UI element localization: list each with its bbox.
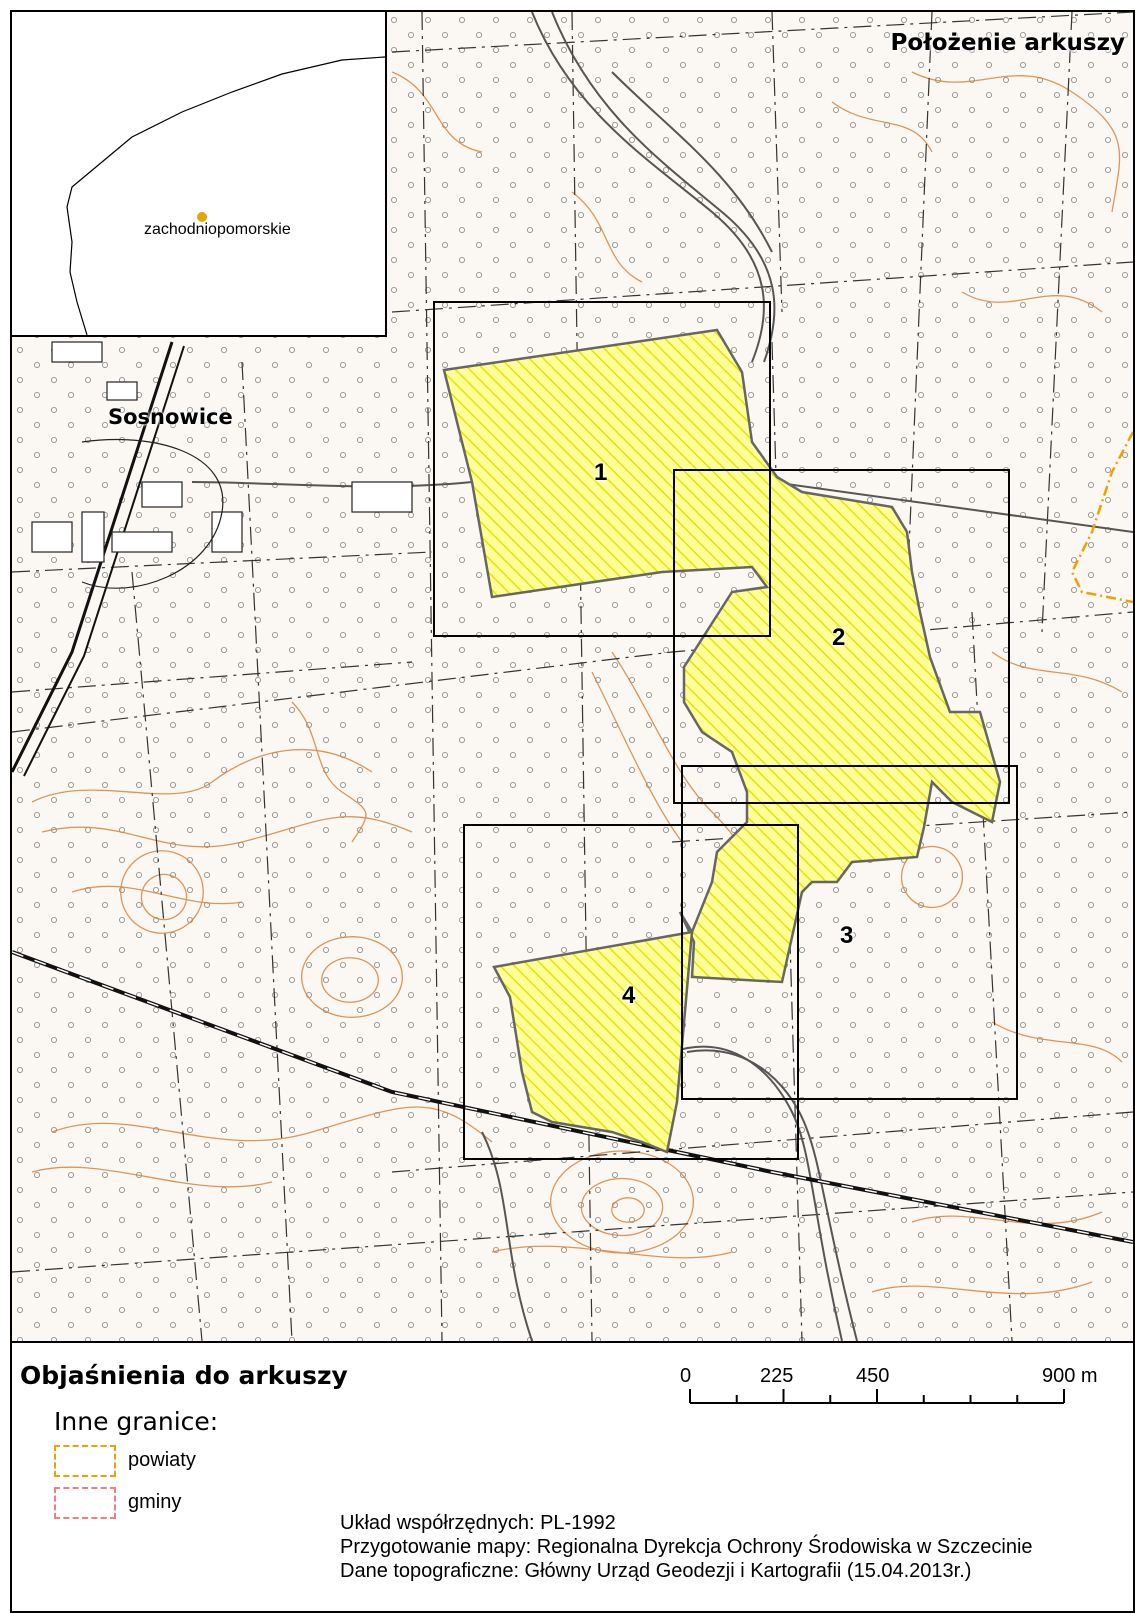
location-marker <box>197 212 207 222</box>
crs-note: Układ współrzędnych: PL-1992 <box>340 1512 616 1534</box>
sheet-frames <box>433 301 1018 1160</box>
town-buildings <box>31 341 413 589</box>
map-credits: Układ współrzędnych: PL-1992 Przygotowan… <box>340 1511 1033 1583</box>
map-sheet: Położenie arkuszy zachodniopomorskie Sos… <box>10 10 1135 1613</box>
legend-item-label: powiaty <box>128 1449 196 1471</box>
powiat-boundary <box>1070 431 1133 604</box>
gminy-swatch <box>54 1487 116 1519</box>
location-title: Położenie arkuszy <box>890 30 1125 56</box>
legend-title: Objaśnienia do arkuszy <box>20 1361 348 1390</box>
topo-data-note: Dane topograficzne: Główny Urząd Geodezj… <box>340 1560 972 1582</box>
legend-item-label: gminy <box>128 1491 182 1513</box>
town-label: Sosnowice <box>108 405 233 429</box>
scale-label-0: 0 <box>680 1365 692 1387</box>
contour-lines <box>31 71 1123 1295</box>
sheet-number-1[interactable]: 1 <box>594 459 608 486</box>
powiaty-swatch <box>54 1445 116 1477</box>
sheet-number-2[interactable]: 2 <box>832 624 846 651</box>
inset-region-label: zachodniopomorskie <box>144 221 291 238</box>
legend-subtitle: Inne granice: <box>54 1407 219 1436</box>
voivodeship-outline <box>66 56 386 336</box>
sheet-number-4[interactable]: 4 <box>622 982 636 1009</box>
scale-bar-graphic <box>689 1389 1065 1404</box>
legend-panel: Objaśnienia do arkuszy Inne granice: pow… <box>12 1343 1133 1611</box>
scale-label-225: 225 <box>760 1365 794 1387</box>
scale-bar: 0 225 450 900 m <box>680 1343 1120 1423</box>
topographic-map[interactable]: Położenie arkuszy zachodniopomorskie Sos… <box>12 12 1133 1343</box>
scale-label-450: 450 <box>856 1365 890 1387</box>
prepared-by-note: Przygotowanie mapy: Regionalna Dyrekcja … <box>340 1536 1033 1558</box>
roads <box>191 12 1133 1341</box>
sheet-number-3[interactable]: 3 <box>840 922 854 949</box>
railway-lines <box>12 341 1133 1244</box>
scale-label-900: 900 m <box>1042 1365 1098 1387</box>
inset-locator-map: zachodniopomorskie <box>12 12 387 337</box>
